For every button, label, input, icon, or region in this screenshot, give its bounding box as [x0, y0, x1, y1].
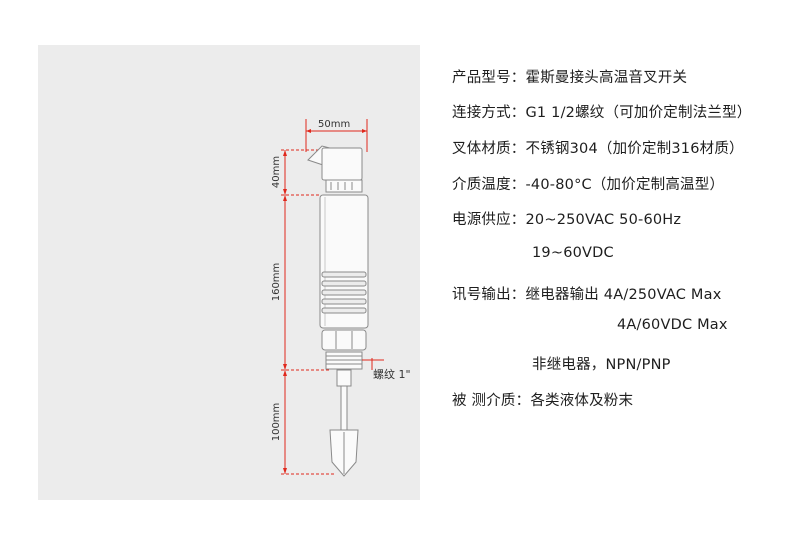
spec-power-dc: 19~60VDC	[532, 245, 614, 261]
tuning-fork-probe	[329, 369, 359, 477]
body-dim-label: 160mm	[271, 263, 282, 302]
sensor-body	[319, 194, 369, 329]
spec-connection: 连接方式：G1 1/2螺纹（可加价定制法兰型）	[452, 105, 752, 121]
width-dim-label: 50mm	[318, 119, 350, 130]
spec-model: 产品型号：霍斯曼接头高温音叉开关	[452, 70, 688, 86]
spec-medium: 被 测介质：各类液体及粉末	[452, 393, 634, 409]
spec-output-npn: 非继电器，NPN/PNP	[532, 357, 671, 373]
hex-nut	[321, 329, 367, 370]
spec-material: 叉体材质：不锈钢304（加价定制316材质）	[452, 141, 744, 157]
head-dim-label: 40mm	[271, 156, 282, 188]
spec-output-dc: 4A/60VDC Max	[617, 317, 728, 333]
thread-label: 螺纹 1"	[373, 367, 411, 381]
connector-head	[307, 145, 363, 193]
spec-temperature: 介质温度：-40-80°C（加价定制高温型）	[452, 177, 725, 193]
probe-dim-label: 100mm	[271, 403, 282, 442]
spec-power: 电源供应：20~250VAC 50-60Hz	[452, 212, 682, 228]
spec-output: 讯号输出：继电器输出 4A/250VAC Max	[452, 287, 722, 303]
